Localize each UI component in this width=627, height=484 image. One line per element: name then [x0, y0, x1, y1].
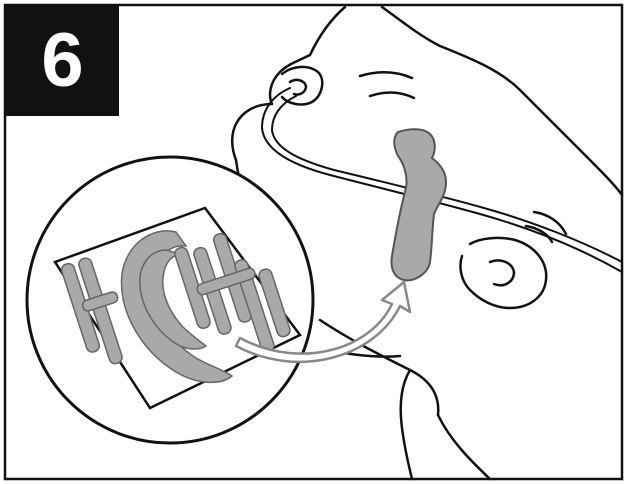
- step-number-badge: 6: [6, 6, 119, 116]
- step-number: 6: [41, 23, 83, 99]
- tape-strip-icon: [392, 129, 447, 280]
